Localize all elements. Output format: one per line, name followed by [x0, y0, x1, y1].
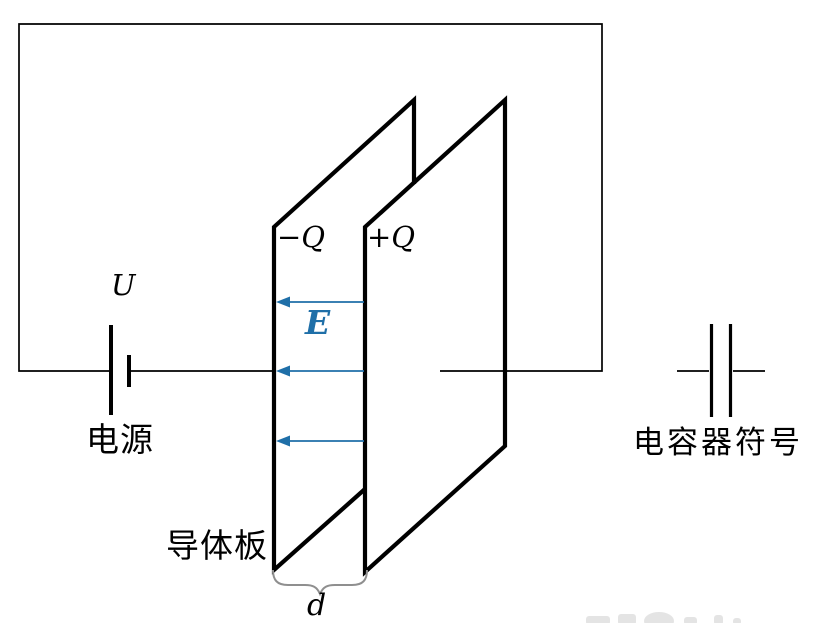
front-plate-outline — [362, 95, 508, 577]
supply-voltage-label: U — [111, 268, 136, 302]
electric-field-label: E — [305, 303, 331, 342]
field-arrowhead-icon — [276, 365, 290, 377]
field-arrowhead-icon — [276, 296, 290, 308]
field-arrowhead-icon — [276, 435, 290, 447]
plate-distance-label: d — [307, 588, 327, 623]
capacitor-symbol-caption: 电容器符号 — [633, 425, 803, 460]
positive-charge-label: +Q — [367, 220, 416, 254]
negative-charge-label: −Q — [277, 220, 326, 254]
circuit-wire — [18, 23, 603, 372]
dimension-brace — [272, 569, 368, 597]
conductor-plate-label: 导体板 — [166, 527, 268, 564]
watermark-fragments — [586, 612, 741, 623]
field-arrows — [276, 296, 364, 447]
back-plate-outline — [271, 95, 417, 575]
power-supply-label: 电源 — [86, 421, 154, 458]
capacitor-symbol — [677, 324, 765, 417]
